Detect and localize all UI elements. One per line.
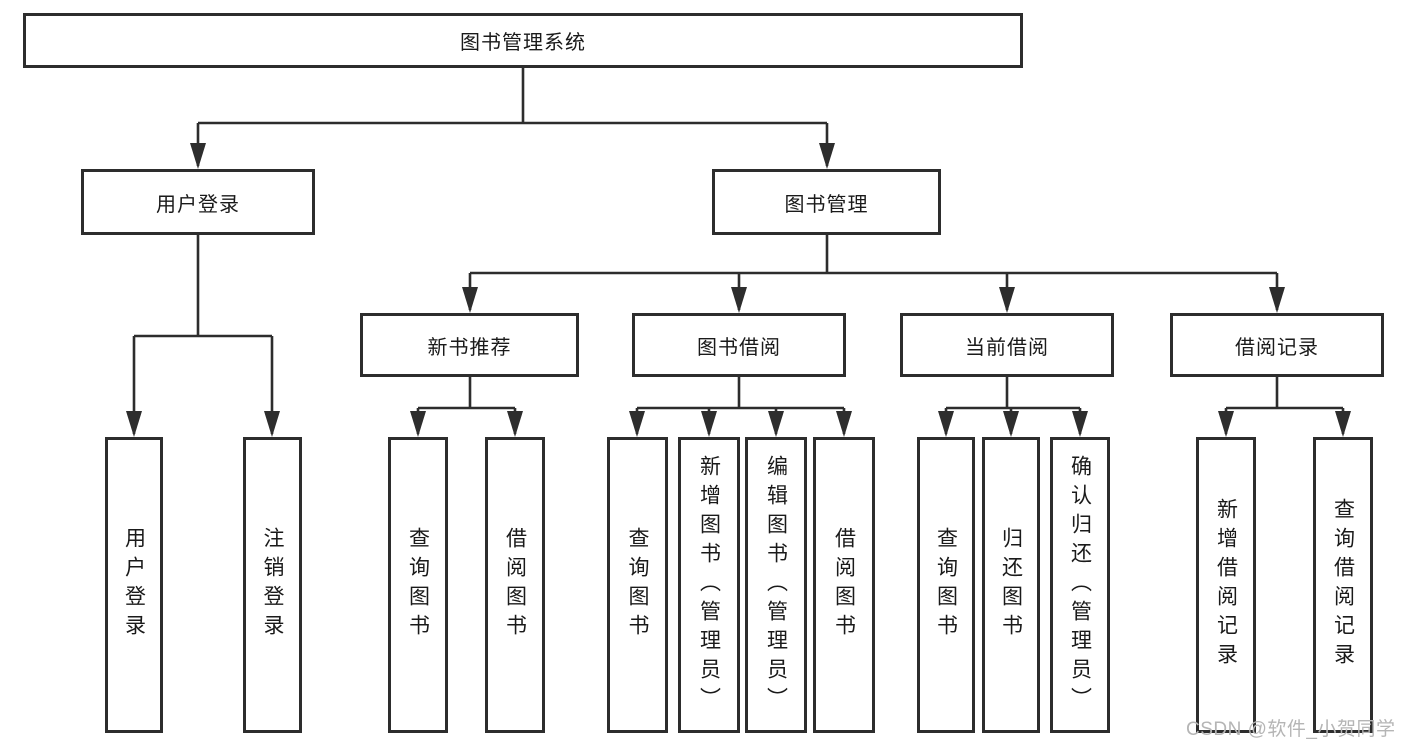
arrow-down-icon — [1335, 411, 1351, 437]
arrow-down-icon — [264, 411, 280, 437]
arrow-down-icon — [1218, 411, 1234, 437]
leaf-add-book-admin: 新增图书（管理员） — [678, 437, 740, 733]
arrow-down-icon — [999, 287, 1015, 313]
arrow-down-icon — [731, 287, 747, 313]
leaf-query-borrow-record: 查询借阅记录 — [1313, 437, 1373, 733]
csdn-watermark: CSDN @软件_小贺同学 — [1186, 719, 1396, 740]
leaf-query-books-recommendation: 查询图书 — [388, 437, 448, 733]
arrow-down-icon — [701, 411, 717, 437]
arrow-down-icon — [629, 411, 645, 437]
node-user-login-module: 用户登录 — [81, 169, 315, 235]
leaf-borrow-books: 借阅图书 — [813, 437, 875, 733]
leaf-logout: 注销登录 — [243, 437, 302, 733]
node-new-book-recommendation: 新书推荐 — [360, 313, 579, 377]
leaf-confirm-return-admin: 确认归还（管理员） — [1050, 437, 1110, 733]
arrow-down-icon — [1072, 411, 1088, 437]
arrow-down-icon — [768, 411, 784, 437]
arrow-down-icon — [819, 143, 835, 169]
arrow-down-icon — [190, 143, 206, 169]
leaf-query-books-borrowing: 查询图书 — [607, 437, 668, 733]
leaf-edit-book-admin: 编辑图书（管理员） — [745, 437, 807, 733]
leaf-borrow-books-recommendation: 借阅图书 — [485, 437, 545, 733]
leaf-query-books-current: 查询图书 — [917, 437, 975, 733]
arrow-down-icon — [507, 411, 523, 437]
arrow-down-icon — [836, 411, 852, 437]
arrow-down-icon — [1003, 411, 1019, 437]
leaf-add-borrow-record: 新增借阅记录 — [1196, 437, 1256, 733]
arrow-down-icon — [410, 411, 426, 437]
node-borrowing-records: 借阅记录 — [1170, 313, 1384, 377]
connector-lines — [132, 68, 1345, 434]
node-book-borrowing: 图书借阅 — [632, 313, 846, 377]
leaf-return-books: 归还图书 — [982, 437, 1040, 733]
arrow-down-icon — [938, 411, 954, 437]
arrow-down-icon — [462, 287, 478, 313]
node-current-borrowing: 当前借阅 — [900, 313, 1114, 377]
node-root-system: 图书管理系统 — [23, 13, 1023, 68]
leaf-user-login: 用户登录 — [105, 437, 163, 733]
arrow-down-icon — [1269, 287, 1285, 313]
node-book-management-module: 图书管理 — [712, 169, 941, 235]
arrow-down-icon — [126, 411, 142, 437]
